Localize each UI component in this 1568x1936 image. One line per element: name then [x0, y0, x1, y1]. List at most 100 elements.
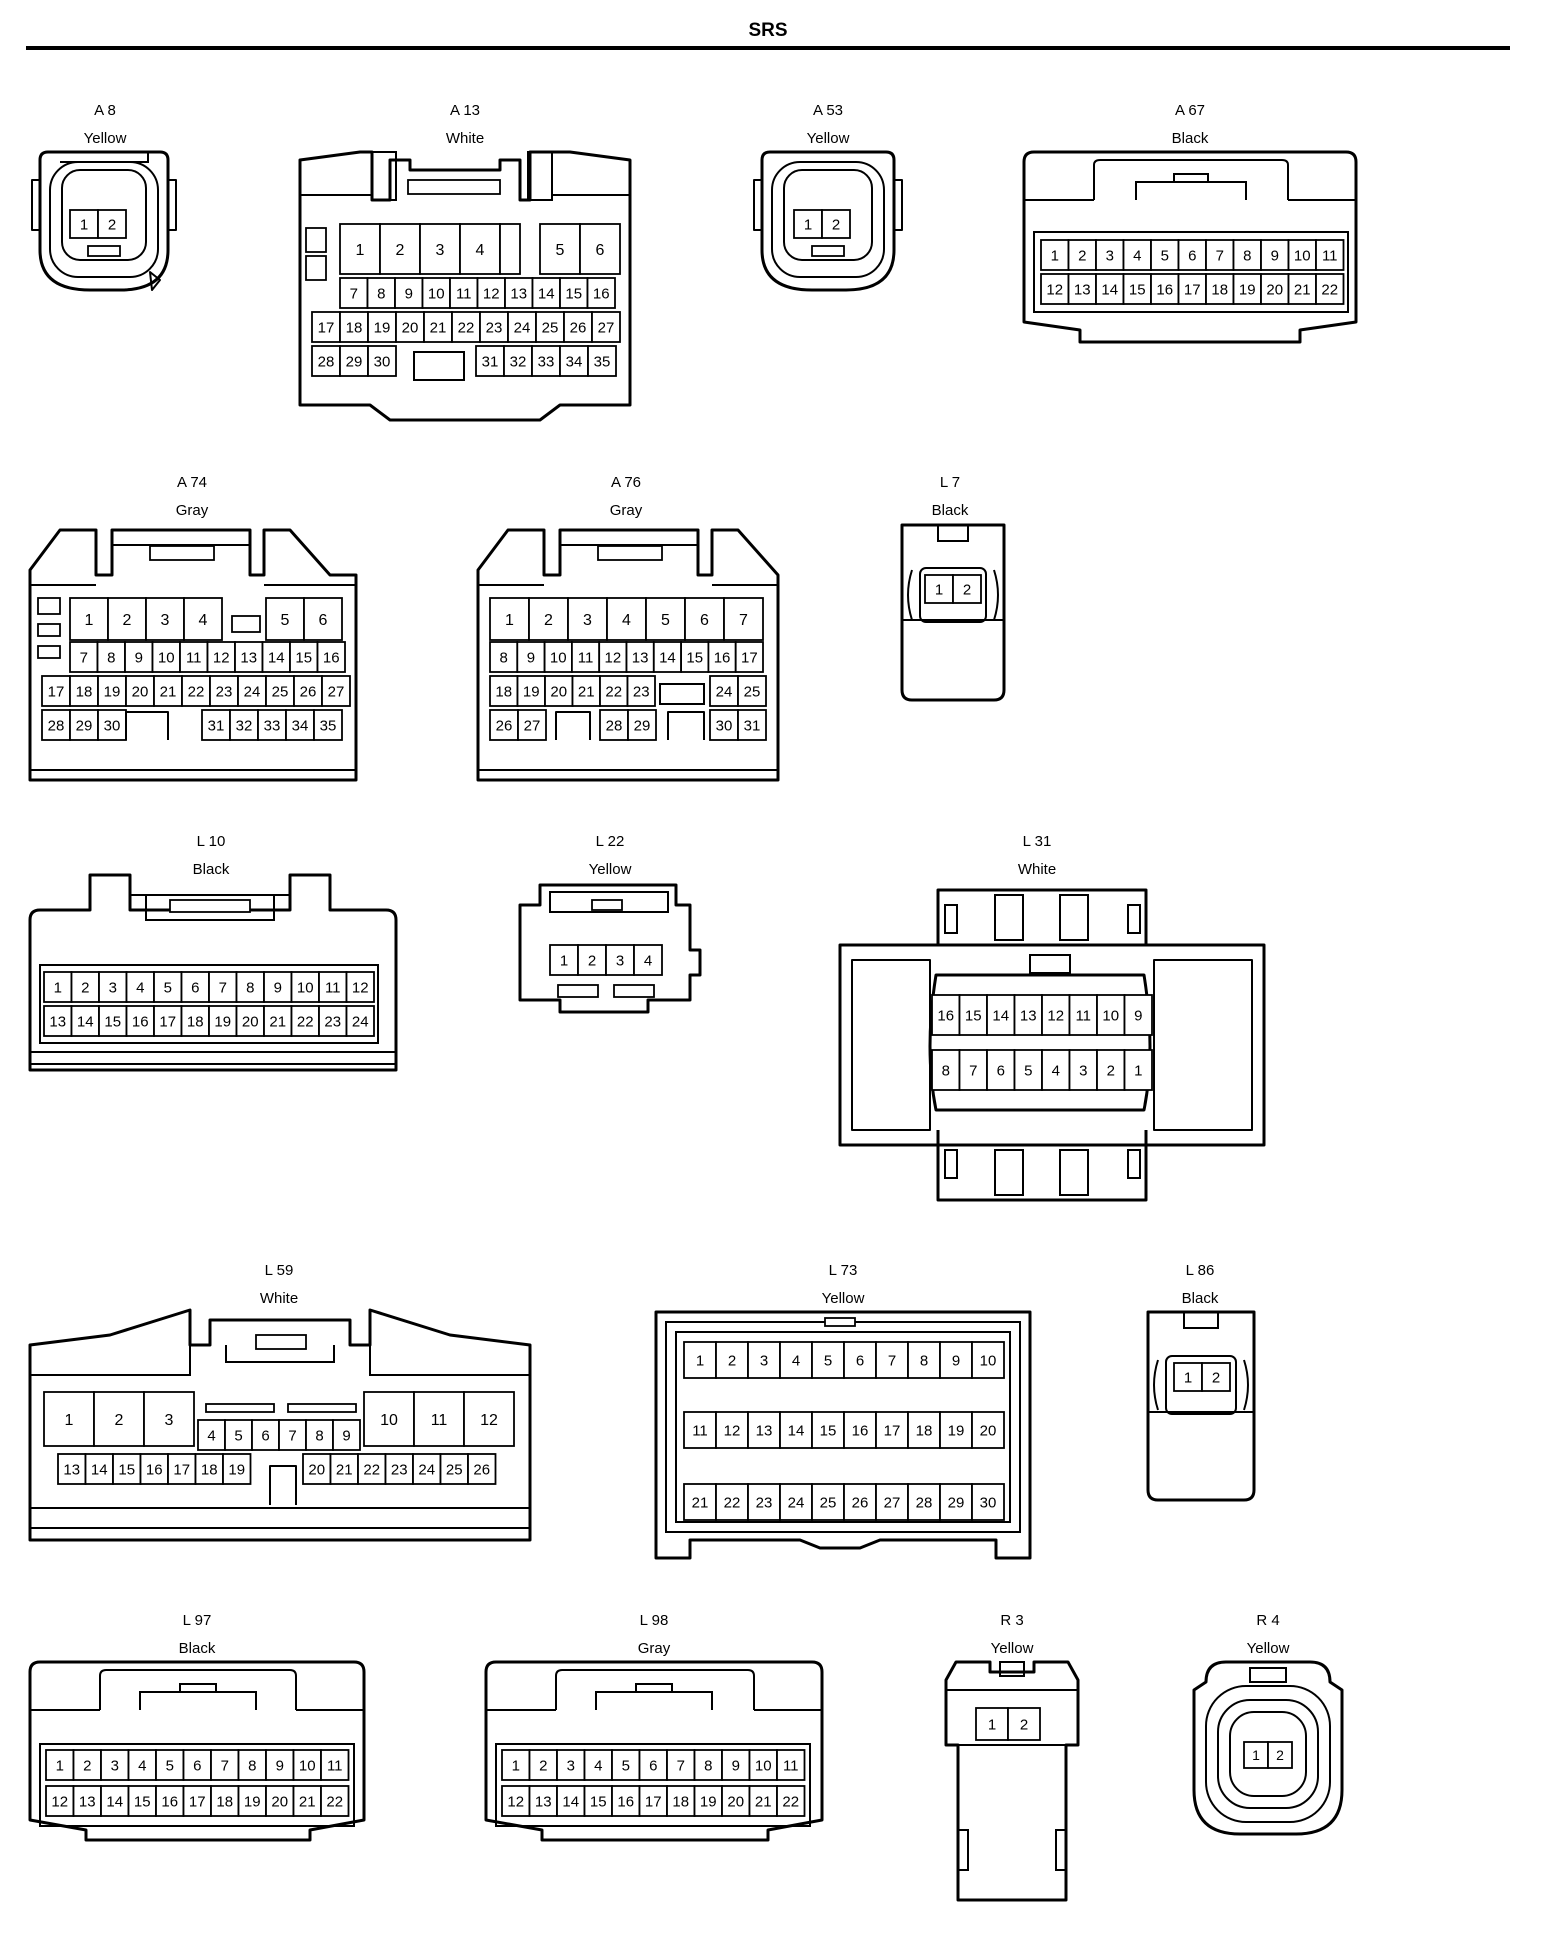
- pin-number: 29: [346, 353, 363, 370]
- pin-number: 5: [824, 1352, 832, 1369]
- pin-number: 9: [274, 979, 282, 996]
- pin-number: 21: [1294, 281, 1311, 298]
- pin-cell: [139, 1453, 169, 1485]
- pin-number: 9: [1134, 1007, 1142, 1024]
- pin-cell: [1123, 1049, 1153, 1091]
- pin-number: 10: [1294, 247, 1311, 264]
- pin-cell: [97, 675, 127, 707]
- pin-number: 22: [326, 1793, 343, 1810]
- pin-number: 33: [264, 717, 281, 734]
- pin-cell: [1007, 1707, 1041, 1741]
- pin-cell: [332, 1419, 361, 1451]
- pin-number: 7: [288, 1427, 296, 1444]
- pin-cell: [290, 1005, 320, 1037]
- pin-number: 2: [588, 952, 596, 969]
- pin-number: 17: [159, 1013, 176, 1030]
- connector-code: A 67: [1175, 102, 1205, 119]
- pin-cell: [958, 1049, 988, 1091]
- pin-cell: [419, 223, 461, 275]
- pin-number: 14: [77, 1013, 94, 1030]
- pin-number: 8: [315, 1427, 323, 1444]
- pin-number: 15: [104, 1013, 121, 1030]
- pin-number: 11: [431, 1412, 448, 1429]
- pin-number: 2: [539, 1757, 547, 1774]
- pin-cell: [535, 311, 565, 343]
- pin-number: 9: [405, 285, 413, 302]
- pin-cell: [1095, 239, 1125, 271]
- pin-cell: [1173, 1362, 1203, 1392]
- pin-cell: [43, 1391, 95, 1447]
- pin-number: 19: [104, 683, 121, 700]
- pin-number: 17: [318, 319, 335, 336]
- pin-number: 31: [482, 353, 499, 370]
- pin-number: 11: [325, 979, 341, 996]
- pin-cell: [683, 1411, 717, 1449]
- pin-cell: [43, 971, 73, 1003]
- pin-number: 8: [246, 979, 254, 996]
- pin-cell: [394, 277, 424, 309]
- pin-number: 1: [1252, 1747, 1260, 1763]
- pin-number: 1: [1184, 1369, 1192, 1386]
- pin-cell: [971, 1341, 1005, 1379]
- connector-code: L 73: [829, 1262, 858, 1279]
- connector-code: L 86: [1186, 1262, 1215, 1279]
- connector-code: A 8: [94, 102, 116, 119]
- pin-number: 20: [1266, 281, 1283, 298]
- pin-number: 13: [1020, 1007, 1037, 1024]
- pin-cell: [1040, 273, 1070, 305]
- pin-number: 22: [1321, 281, 1338, 298]
- pin-number: 22: [724, 1494, 741, 1511]
- pin-number: 16: [132, 1013, 149, 1030]
- pin-number: 2: [963, 581, 971, 598]
- pin-cell: [975, 1707, 1009, 1741]
- pin-number: 32: [236, 717, 253, 734]
- pin-number: 1: [65, 1412, 74, 1429]
- pin-cell: [598, 641, 628, 673]
- pin-cell: [278, 1419, 307, 1451]
- pin-cell: [952, 574, 982, 604]
- pin-number: 12: [605, 649, 622, 666]
- pin-number: 1: [935, 581, 943, 598]
- pin-cell: [100, 1749, 130, 1781]
- pin-number: 17: [741, 649, 758, 666]
- pin-number: 7: [221, 1757, 229, 1774]
- pin-number: 7: [80, 649, 88, 666]
- pin-number: 2: [728, 1352, 736, 1369]
- pin-number: 23: [633, 683, 650, 700]
- pin-cell: [197, 1419, 226, 1451]
- pin-cell: [1067, 239, 1097, 271]
- pin-number: 2: [115, 1412, 124, 1429]
- pin-number: 25: [542, 319, 559, 336]
- pin-cell: [265, 1749, 295, 1781]
- pin-number: 23: [391, 1461, 408, 1478]
- pin-cell: [1315, 239, 1345, 271]
- pin-number: 2: [396, 242, 405, 259]
- pin-number: 14: [562, 1793, 579, 1810]
- pin-cell: [748, 1785, 778, 1817]
- pin-cell: [182, 1785, 212, 1817]
- pin-cell: [363, 1391, 415, 1447]
- pin-cell: [124, 641, 154, 673]
- pin-cell: [413, 1391, 465, 1447]
- pin-number: 1: [560, 952, 568, 969]
- pin-number: 12: [483, 285, 500, 302]
- pin-cell: [93, 1391, 145, 1447]
- pin-number: 23: [216, 683, 233, 700]
- pin-number: 16: [937, 1007, 954, 1024]
- pin-cell: [587, 345, 617, 377]
- pin-number: 6: [1188, 247, 1196, 264]
- pin-number: 8: [248, 1757, 256, 1774]
- pin-cell: [206, 641, 236, 673]
- connector-color: Black: [1182, 1290, 1219, 1307]
- pin-number: 8: [499, 649, 507, 666]
- pin-cell: [41, 709, 71, 741]
- pin-cell: [194, 1453, 224, 1485]
- pin-number: 20: [132, 683, 149, 700]
- pin-number: 22: [782, 1793, 799, 1810]
- connector-color: Gray: [176, 502, 209, 519]
- pin-cell: [1068, 994, 1098, 1036]
- pin-number: 16: [593, 285, 610, 302]
- connector-color: Yellow: [589, 861, 632, 878]
